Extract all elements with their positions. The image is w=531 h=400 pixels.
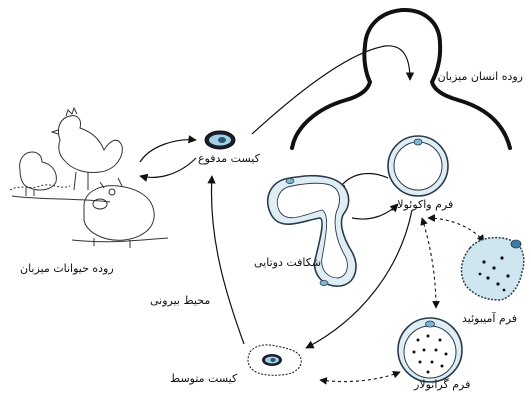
label-animal-host-intestine: روده حیوانات میزبان — [20, 262, 114, 275]
label-human-host-intestine: روده انسان میزبان — [437, 70, 523, 83]
arrow-cyst-to-animals — [139, 157, 197, 182]
label-binary-fission: شکافت دوتایی — [254, 256, 322, 269]
arrow-intermediate-to-fecal-cyst — [207, 175, 245, 345]
label-granular-form: فرم گرانولار — [414, 378, 471, 391]
label-fecal-cyst: کیست مدفوع — [198, 152, 260, 165]
dashed-arrow-vacuolar-amoeboid — [427, 214, 485, 243]
vacuolar-form-cell — [387, 135, 449, 197]
label-intermediate-cyst: کیست متوسط — [170, 372, 238, 385]
dashed-arrow-granular-intermediate — [319, 370, 401, 385]
amoeboid-form-cell — [460, 236, 525, 301]
granular-form-cell — [397, 317, 463, 383]
fecal-cyst-cell — [204, 130, 236, 150]
label-amoeboid-form: فرم آمیبوئید — [462, 312, 518, 325]
dashed-arrow-vacuolar-granular — [420, 217, 440, 309]
arrow-fission-to-vacuolar — [351, 203, 399, 220]
label-external-environment: محیط بیرونی — [150, 294, 211, 307]
label-vacuolar-form: فرم واکوئولار — [392, 198, 454, 211]
animal-hosts-illustration — [9, 106, 169, 248]
arrow-animals-to-cyst — [139, 135, 197, 163]
binary-fission-cell — [266, 174, 357, 287]
arrow-vacuolar-to-intermediate-cyst — [305, 209, 413, 349]
human-silhouette — [290, 7, 512, 150]
intermediate-cyst-cell — [247, 344, 302, 376]
arrow-cyst-to-human — [251, 45, 415, 135]
